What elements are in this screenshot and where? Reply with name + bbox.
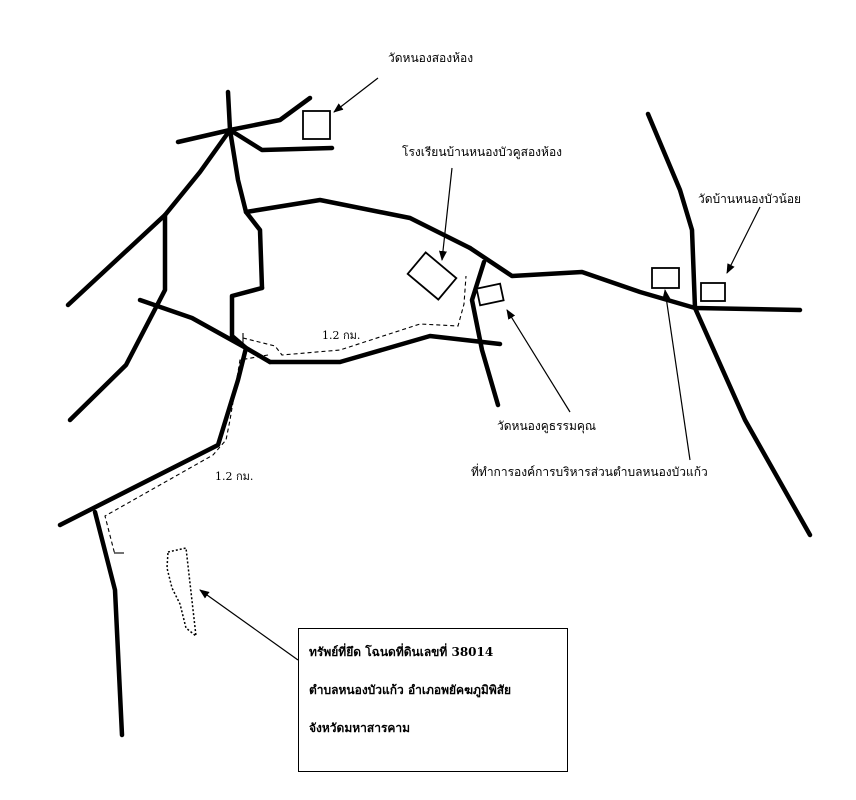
- label-sao-office: ที่ทำการองค์การบริหารส่วนตำบลหนองบัวแก้ว: [471, 463, 708, 479]
- arrow-temple-ban-nong-bua-noi: [726, 206, 761, 274]
- road-south-west: [57, 345, 249, 528]
- road-central-loop: [243, 197, 473, 251]
- arrow-school: [438, 167, 453, 261]
- property-info-box: ทรัพย์ที่ยึด โฉนดที่ดินเลขที่ 38014 ตำบล…: [298, 628, 568, 772]
- school-building: [406, 251, 458, 301]
- road-khu-spur: [469, 259, 501, 408]
- arrow-sao-office: [662, 289, 691, 461]
- sao-office-building: [651, 267, 680, 289]
- label-temple-nong-song-hong: วัดหนองสองห้อง: [388, 51, 473, 65]
- distance-label-lower: 1.2 กม.: [215, 470, 253, 483]
- arrow-temple-nong-khu: [506, 309, 571, 413]
- label-school: โรงเรียนบ้านหนองบัวคูสองห้อง: [402, 145, 562, 160]
- road-to-junction: [137, 297, 249, 351]
- road-highway-north: [645, 111, 698, 311]
- label-temple-nong-khu-thammakhun: วัดหนองคูธรรมคุณ: [497, 419, 596, 434]
- road-highway-south: [692, 305, 813, 538]
- road-northwest-diagonal: [65, 127, 233, 308]
- road-west-branch: [67, 212, 168, 423]
- road-network: [57, 89, 813, 738]
- property-district-line: ตำบลหนองบัวแก้ว อำเภอพยัคฆภูมิพิสัย: [309, 683, 512, 697]
- arrow-land-parcel: [199, 589, 299, 661]
- route-lower-dashed: [104, 354, 269, 556]
- road-top-left: [175, 95, 313, 145]
- road-east-main: [467, 245, 803, 313]
- road-south-east: [267, 333, 503, 365]
- arrow-temple-nong-song-hong: [333, 77, 379, 113]
- temple-nong-song-hong-building: [302, 110, 331, 140]
- property-deed-line: ทรัพย์ที่ยึด โฉนดที่ดินเลขที่ 38014: [309, 645, 494, 659]
- road-top-stub: [227, 127, 335, 153]
- property-province-line: จังหวัดมหาสารคาม: [309, 721, 411, 735]
- road-vertical-north: [225, 89, 265, 291]
- temple-nong-khu-thammakhun-building: [475, 282, 505, 307]
- road-block: [229, 285, 273, 365]
- label-temple-ban-nong-bua-noi: วัดบ้านหนองบัวน้อย: [698, 192, 801, 206]
- seized-land-parcel: [166, 547, 197, 638]
- temple-ban-nong-bua-noi-building: [700, 282, 726, 302]
- distance-label-upper: 1.2 กม.: [322, 329, 360, 342]
- road-far-south: [92, 509, 125, 738]
